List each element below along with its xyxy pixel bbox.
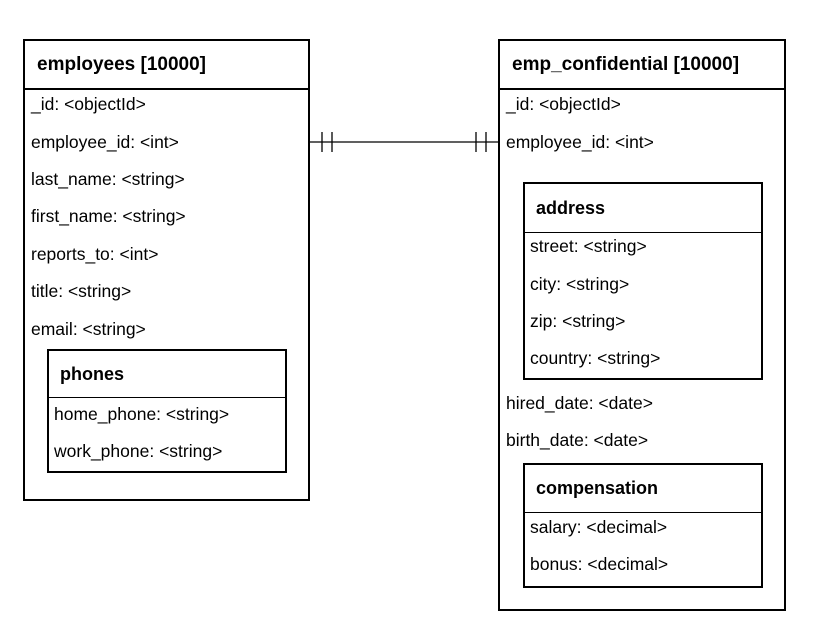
address-title: address [536, 197, 606, 218]
emp-confidential-field-birth-date: birth_date: <date> [506, 430, 649, 450]
employees-field-title: title: <string> [31, 281, 132, 301]
compensation-field-salary: salary: <decimal> [530, 517, 668, 537]
compensation-subdocument: compensation salary: <decimal> bonus: <d… [523, 463, 763, 588]
employees-field-employee-id: employee_id: <int> [31, 132, 179, 152]
emp-confidential-entity: emp_confidential [10000] _id: <objectId>… [498, 39, 786, 611]
compensation-field-bonus: bonus: <decimal> [530, 554, 669, 574]
emp-confidential-entity-title: emp_confidential [10000] [512, 53, 740, 75]
phones-header: phones [49, 351, 285, 398]
address-subdocument: address street: <string> city: <string> … [523, 182, 763, 380]
employees-field-last-name: last_name: <string> [31, 169, 185, 189]
compensation-header: compensation [525, 465, 761, 513]
emp-confidential-entity-header: emp_confidential [10000] [500, 41, 784, 90]
employees-field-email: email: <string> [31, 319, 146, 339]
employees-entity-header: employees [10000] [25, 41, 308, 90]
emp-confidential-field-id: _id: <objectId> [506, 94, 621, 114]
employees-field-first-name: first_name: <string> [31, 206, 186, 226]
address-field-city: city: <string> [530, 274, 630, 294]
emp-confidential-field-employee-id: employee_id: <int> [506, 132, 654, 152]
employees-field-reports-to: reports_to: <int> [31, 244, 159, 264]
address-field-street: street: <string> [530, 236, 647, 256]
address-field-zip: zip: <string> [530, 311, 626, 331]
phones-title: phones [60, 363, 125, 384]
employees-entity: employees [10000] _id: <objectId> employ… [23, 39, 310, 501]
compensation-title: compensation [536, 478, 659, 498]
phones-field-work-phone: work_phone: <string> [54, 441, 223, 461]
phones-field-home-phone: home_phone: <string> [54, 404, 230, 424]
employees-field-id: _id: <objectId> [31, 94, 146, 114]
address-header: address [525, 184, 761, 233]
address-field-country: country: <string> [530, 348, 661, 368]
emp-confidential-field-hired-date: hired_date: <date> [506, 393, 653, 413]
employees-entity-title: employees [10000] [37, 53, 206, 75]
phones-subdocument: phones home_phone: <string> work_phone: … [47, 349, 287, 473]
